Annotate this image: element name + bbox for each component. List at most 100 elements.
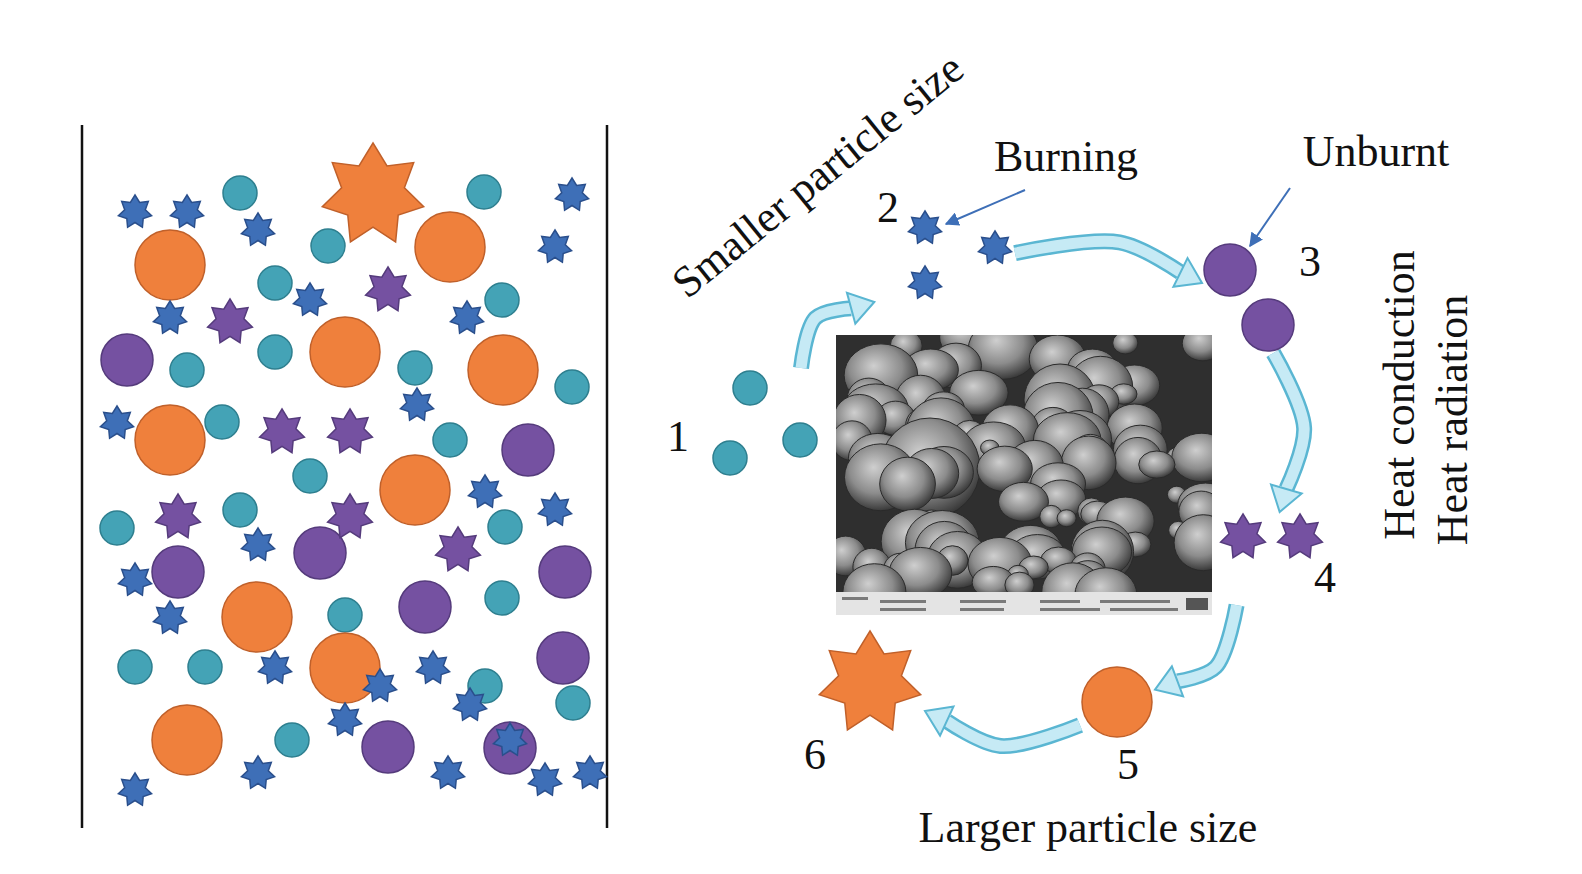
particle-star: [436, 527, 481, 571]
particle-circle: [713, 441, 747, 475]
particle-circle: [399, 581, 451, 633]
sem-info-mark: [842, 597, 868, 600]
particle-group: 4: [1218, 512, 1345, 605]
particle-circle: [362, 721, 414, 773]
particle-circle: [170, 353, 204, 387]
particle-star: [978, 231, 1011, 263]
particle-circle: [310, 317, 380, 387]
particle-star: [468, 475, 501, 507]
particle-group: 2: [868, 181, 1015, 302]
particle-group: 5: [1080, 665, 1155, 792]
particle-circle: [1242, 299, 1294, 351]
sem-particle: [1139, 451, 1175, 478]
text-label: Heat radiation: [1430, 295, 1476, 545]
text-label: Heat conduction: [1377, 250, 1423, 540]
particle-group: 1: [660, 368, 820, 478]
particle-star: [400, 388, 433, 420]
sem-logo: [1186, 598, 1208, 610]
particle-star: [156, 494, 201, 538]
particle-group: 6: [795, 628, 925, 782]
particle-star: [538, 493, 571, 525]
arrow-outline: [801, 308, 851, 368]
particle-star: [1221, 514, 1266, 558]
particle-circle: [783, 423, 817, 457]
particle-circle: [537, 632, 589, 684]
callout-number: 1: [667, 414, 689, 460]
particle-star: [241, 528, 274, 560]
particle-circle: [485, 283, 519, 317]
sem-particle: [880, 418, 980, 518]
arrow-head: [847, 293, 874, 324]
callout-number: 5: [1117, 742, 1139, 788]
particle-group: 3: [1202, 235, 1340, 353]
arrow-body: [947, 721, 1080, 746]
particle-star: [538, 230, 571, 262]
particle-star: [573, 756, 606, 788]
particle-star: [260, 409, 305, 453]
leader-arrow: [946, 190, 1025, 224]
text-label: Unburnt: [1303, 129, 1450, 175]
sem-particle: [880, 457, 936, 511]
arrow-body: [1273, 353, 1304, 489]
particle-star: [1278, 514, 1323, 558]
particle-star: [363, 669, 396, 701]
cycle-arrow: [1015, 241, 1202, 286]
particle-circle: [468, 335, 538, 405]
particle-circle: [205, 405, 239, 439]
particle-circle: [555, 370, 589, 404]
particle-star: [493, 723, 526, 755]
particle-circle: [398, 351, 432, 385]
particle-star: [208, 299, 253, 343]
cycle-arrow: [1155, 605, 1237, 696]
particle-circle: [135, 230, 205, 300]
particle-circle: [275, 723, 309, 757]
particle-circle: [294, 527, 346, 579]
arrow-outline: [947, 721, 1080, 746]
particle-circle: [311, 229, 345, 263]
particle-star: [258, 651, 291, 683]
sem-image: [836, 335, 1212, 615]
arrow-outline: [1015, 241, 1180, 272]
particle-circle: [539, 546, 591, 598]
particle-circle: [502, 424, 554, 476]
particle-circle: [733, 371, 767, 405]
particle-star: [328, 703, 361, 735]
particle-star: [153, 301, 186, 333]
particle-circle: [433, 423, 467, 457]
cycle-arrow: [1271, 353, 1304, 512]
sem-info-bar: [836, 592, 1212, 615]
particle-star: [555, 178, 588, 210]
particle-circle: [415, 212, 485, 282]
particle-star: [100, 406, 133, 438]
sem-info-mark: [1100, 600, 1170, 603]
leader-arrow: [1250, 188, 1290, 246]
particle-circle: [258, 335, 292, 369]
particle-star: [170, 195, 203, 227]
particle-circle: [258, 266, 292, 300]
particle-circle: [467, 175, 501, 209]
text-label: Larger particle size: [919, 805, 1258, 851]
callout-number: 6: [804, 732, 826, 778]
particle-circle: [152, 546, 204, 598]
particle-star: [118, 195, 151, 227]
particle-star: [431, 756, 464, 788]
particle-circle: [223, 493, 257, 527]
sem-info-mark: [960, 608, 1004, 611]
sem-particle: [1172, 433, 1212, 482]
text-label: Burning: [994, 134, 1138, 180]
particle-circle: [485, 581, 519, 615]
container-wall: [606, 125, 609, 828]
particle-circle: [222, 582, 292, 652]
particle-star: [153, 601, 186, 633]
particle-circle: [188, 650, 222, 684]
sem-particle: [1182, 335, 1212, 361]
particle-star: [528, 763, 561, 795]
arrow-outline: [1177, 605, 1236, 681]
cycle-arrow: [925, 707, 1080, 747]
particle-star: [453, 688, 486, 720]
callout-number: 3: [1299, 239, 1321, 285]
particle-star: [366, 267, 411, 311]
callout-number: 4: [1314, 555, 1336, 601]
particle-circle: [1082, 667, 1152, 737]
particle-circle: [293, 459, 327, 493]
